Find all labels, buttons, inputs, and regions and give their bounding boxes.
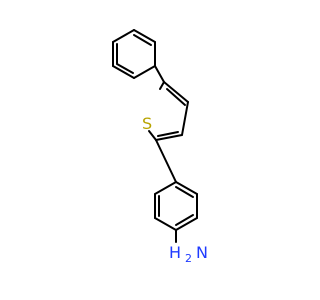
double-bond bbox=[157, 131, 179, 137]
double-bond bbox=[166, 88, 186, 106]
bond bbox=[148, 130, 157, 141]
double-bond bbox=[133, 34, 152, 46]
bond bbox=[133, 29, 156, 43]
bond bbox=[181, 101, 189, 136]
bond bbox=[154, 65, 165, 83]
bond bbox=[175, 217, 198, 231]
bond bbox=[112, 65, 135, 79]
bond bbox=[112, 29, 135, 43]
bond bbox=[155, 134, 183, 141]
thiophene-ring bbox=[148, 81, 189, 141]
bond bbox=[175, 181, 198, 195]
bond bbox=[159, 81, 165, 90]
bond bbox=[155, 139, 177, 183]
phenyl-ring bbox=[112, 29, 156, 79]
bond bbox=[154, 217, 177, 231]
amine-h-label: H bbox=[169, 243, 181, 262]
amine-label: H 2 N bbox=[169, 243, 208, 266]
amine-n-label: N bbox=[196, 243, 208, 262]
double-bond bbox=[116, 63, 134, 74]
sulfur-atom-label: S bbox=[142, 114, 152, 133]
amine-h-subscript: 2 bbox=[185, 252, 192, 265]
bond bbox=[163, 81, 189, 103]
chemical-structure: S H 2 N bbox=[112, 29, 208, 266]
double-bond bbox=[175, 186, 194, 198]
bond bbox=[154, 181, 177, 195]
aniline-ring bbox=[154, 181, 198, 231]
bond bbox=[133, 65, 156, 79]
double-bond bbox=[175, 214, 194, 226]
